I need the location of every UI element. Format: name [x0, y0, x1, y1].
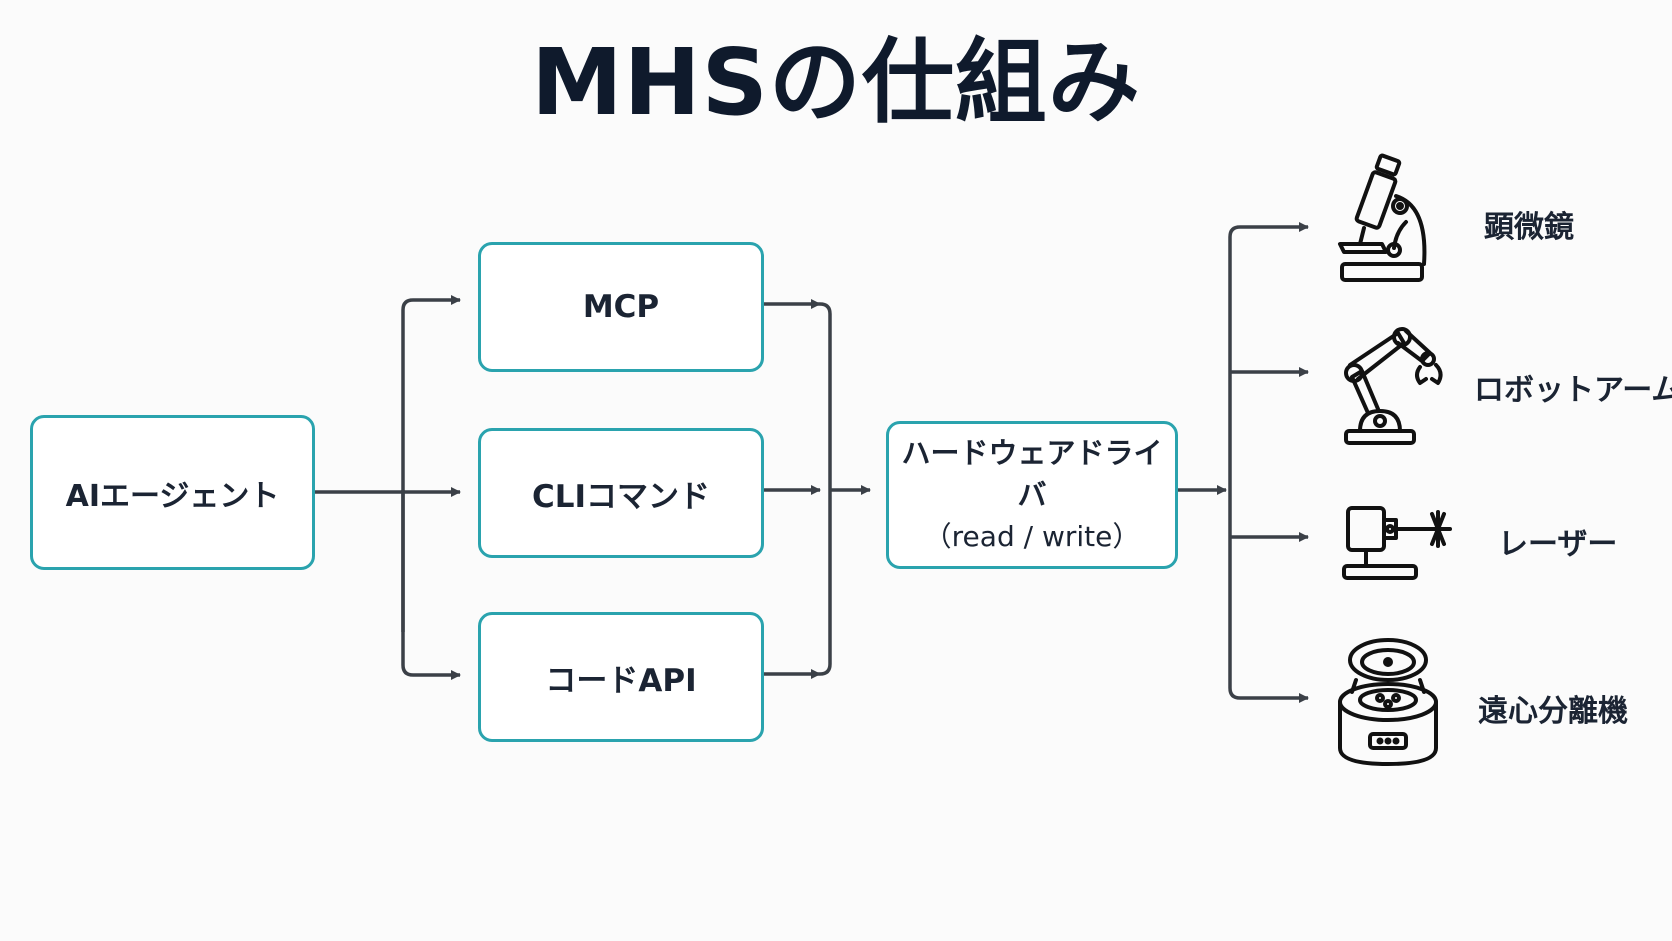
arrow-agent-to-mcp: [401, 295, 461, 632]
microscope-icon: [1338, 153, 1427, 282]
device-label-centrifuge: 遠心分離機: [1478, 694, 1628, 729]
code-api-node: コードAPI: [478, 612, 764, 742]
arrow-to-centrifuge: [1228, 687, 1309, 703]
laser-icon: [1342, 506, 1452, 580]
hardware-driver-node: ハードウェアドライバ （read / write）: [886, 421, 1178, 569]
page-title: MHSの仕組み: [531, 29, 1141, 136]
robot-arm-icon: [1344, 327, 1443, 445]
cli-command-label: CLIコマンド: [531, 478, 711, 515]
mcp-node: MCP: [478, 242, 764, 372]
cli-command-node: CLIコマンド: [478, 428, 764, 558]
arrow-agent-to-api: [401, 490, 461, 680]
merge-bus: [819, 302, 832, 676]
ai-agent-node: AIエージェント: [30, 415, 315, 570]
arrow-to-microscope: [1228, 222, 1309, 238]
device-label-microscope: 顕微鏡: [1484, 210, 1574, 245]
device-label-robot-arm: ロボットアーム: [1474, 373, 1672, 408]
hardware-driver-label: ハードウェアドライバ: [901, 436, 1163, 512]
mcp-label: MCP: [582, 289, 660, 325]
device-label-laser: レーザー: [1498, 527, 1618, 562]
centrifuge-icon: [1338, 638, 1438, 766]
ai-agent-label: AIエージェント: [65, 478, 280, 514]
code-api-label: コードAPI: [545, 662, 697, 699]
hardware-driver-mode: （read / write）: [923, 520, 1141, 553]
